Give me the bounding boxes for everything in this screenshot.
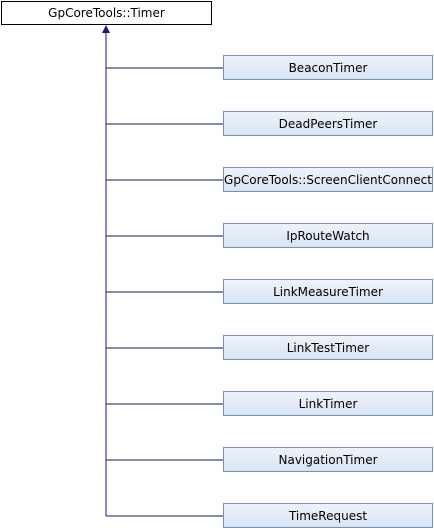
class-node-timerequest[interactable]: TimeRequest (223, 503, 433, 528)
class-node-navigationtimer[interactable]: NavigationTimer (223, 447, 433, 472)
class-node-beacontimer[interactable]: BeaconTimer (223, 55, 433, 80)
arrowhead-icon (102, 25, 110, 33)
class-node-linktesttimer[interactable]: LinkTestTimer (223, 335, 433, 360)
base-class-node: GpCoreTools::Timer (1, 1, 212, 25)
class-node-linktimer[interactable]: LinkTimer (223, 391, 433, 416)
class-node-linkmeasuretimer[interactable]: LinkMeasureTimer (223, 279, 433, 304)
class-node-iproutewatch[interactable]: IpRouteWatch (223, 223, 433, 248)
class-node-deadpeerstimer[interactable]: DeadPeersTimer (223, 111, 433, 136)
class-node-screenclientconnect[interactable]: GpCoreTools::ScreenClientConnect (223, 167, 433, 192)
